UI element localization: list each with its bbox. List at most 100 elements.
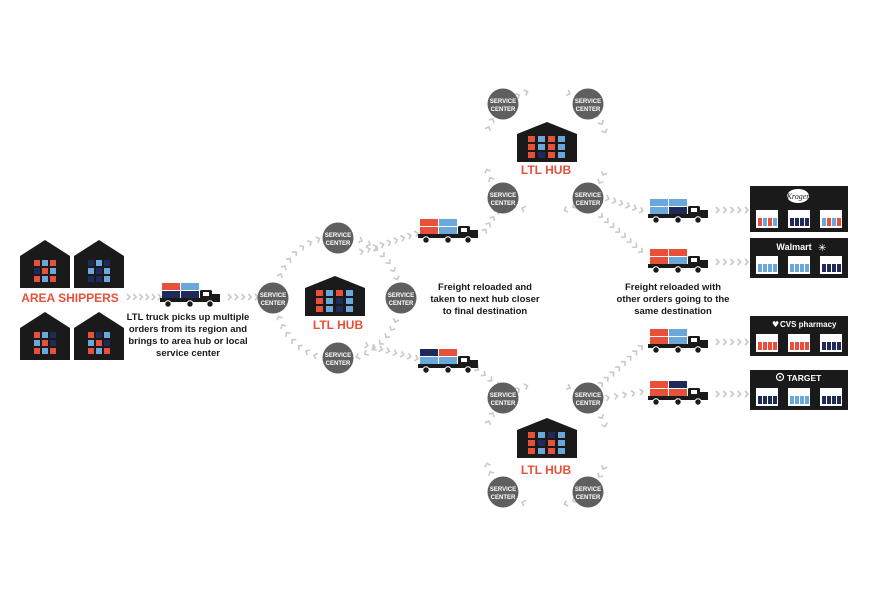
freight-box	[538, 136, 545, 142]
arrow-chevron	[520, 204, 527, 213]
service-center-label: CENTER	[576, 495, 601, 501]
truck-icon	[417, 219, 479, 244]
arrow-chevron	[377, 345, 384, 354]
freight-box	[832, 264, 836, 272]
middle-caption: Freight reloaded and taken to next hub c…	[420, 282, 550, 318]
caption-line: same destination	[634, 306, 712, 317]
area-shippers-caption: LTL truck picks up multiple orders from …	[120, 312, 256, 360]
arrow-chevron	[298, 243, 306, 252]
arrow-chevron	[358, 247, 365, 256]
freight-box	[768, 342, 772, 350]
freight-box	[837, 264, 841, 272]
arrow-chevron	[522, 88, 530, 97]
freight-box	[650, 337, 668, 344]
service-center-label: CENTER	[389, 301, 414, 307]
freight-box	[104, 348, 110, 354]
ltl-hub-bottom	[517, 418, 577, 458]
freight-box	[104, 340, 110, 346]
freight-box	[346, 290, 353, 296]
caption-line: taken to next hub closer	[430, 294, 540, 305]
freight-box	[768, 218, 772, 226]
freight-box	[50, 268, 56, 274]
caption-line: Freight reloaded with	[624, 282, 722, 293]
freight-box	[773, 396, 777, 404]
freight-box	[800, 264, 804, 272]
ltl-hub-label-left: LTL HUB	[313, 318, 364, 332]
service-center-label: CENTER	[326, 361, 351, 367]
freight-box	[88, 340, 94, 346]
arrow-chevron	[729, 338, 735, 346]
arrow-chevron	[389, 266, 398, 274]
arrow-chevron	[729, 258, 735, 266]
arrow-chevron	[247, 293, 253, 301]
freight-box	[669, 257, 687, 264]
store-cvs: ♥ CVS pharmacy	[750, 316, 848, 356]
freight-box	[181, 291, 199, 298]
service-center-label: SERVICE	[490, 193, 516, 199]
service-center-label: SERVICE	[575, 393, 601, 399]
arrow-chevron	[283, 330, 292, 338]
freight-box	[42, 268, 48, 274]
arrow-chevron	[384, 258, 393, 266]
freight-box	[669, 207, 687, 214]
arrow-chevron	[744, 258, 749, 266]
shipper-warehouse-icon	[74, 240, 124, 288]
arrow-chevron	[722, 338, 728, 346]
freight-box	[758, 218, 762, 226]
freight-box	[650, 381, 668, 388]
arrow-chevron	[597, 119, 606, 127]
arrow-chevron	[608, 369, 617, 378]
freight-box	[336, 298, 343, 304]
arrow-chevron	[384, 346, 391, 356]
freight-box	[758, 264, 762, 272]
freight-box	[548, 152, 555, 158]
arrow-chevron	[387, 325, 397, 333]
freight-box	[822, 218, 826, 226]
freight-box	[346, 306, 353, 312]
arrow-chevron	[624, 201, 632, 210]
arrow-chevron	[126, 293, 131, 301]
arrow-chevron	[392, 236, 399, 245]
freight-box	[34, 268, 40, 274]
freight-box	[88, 276, 94, 282]
arrow-chevron	[729, 206, 735, 214]
freight-box	[326, 306, 333, 312]
freight-box	[548, 136, 555, 142]
trucks	[159, 199, 709, 406]
freight-box	[538, 448, 545, 454]
walmart-spark-icon: ✳	[818, 243, 826, 254]
freight-box	[96, 332, 102, 338]
freight-box	[795, 218, 799, 226]
caption-line: Freight reloaded and	[438, 282, 532, 293]
arrow-chevron	[625, 353, 634, 362]
freight-box	[558, 136, 565, 142]
freight-box	[420, 219, 438, 226]
arrow-chevron	[484, 419, 493, 426]
arrow-chevron	[406, 231, 413, 240]
freight-box	[822, 264, 826, 272]
freight-box	[558, 144, 565, 150]
arrow-chevron	[617, 199, 625, 208]
arrow-chevron	[602, 374, 611, 383]
freight-box	[96, 260, 102, 266]
freight-box	[558, 152, 565, 158]
service-center-label: CENTER	[326, 241, 351, 247]
caption-line: brings to area hub or local	[128, 336, 248, 347]
arrow-chevron	[392, 274, 401, 282]
arrow-chevron	[520, 498, 527, 507]
freight-box	[650, 257, 668, 264]
freight-box	[88, 268, 94, 274]
freight-box	[795, 396, 799, 404]
freight-box	[104, 260, 110, 266]
arrow-chevron	[715, 338, 720, 346]
freight-box	[104, 268, 110, 274]
arrow-chevron	[599, 170, 608, 177]
freight-box	[763, 342, 767, 350]
freight-box	[773, 264, 777, 272]
